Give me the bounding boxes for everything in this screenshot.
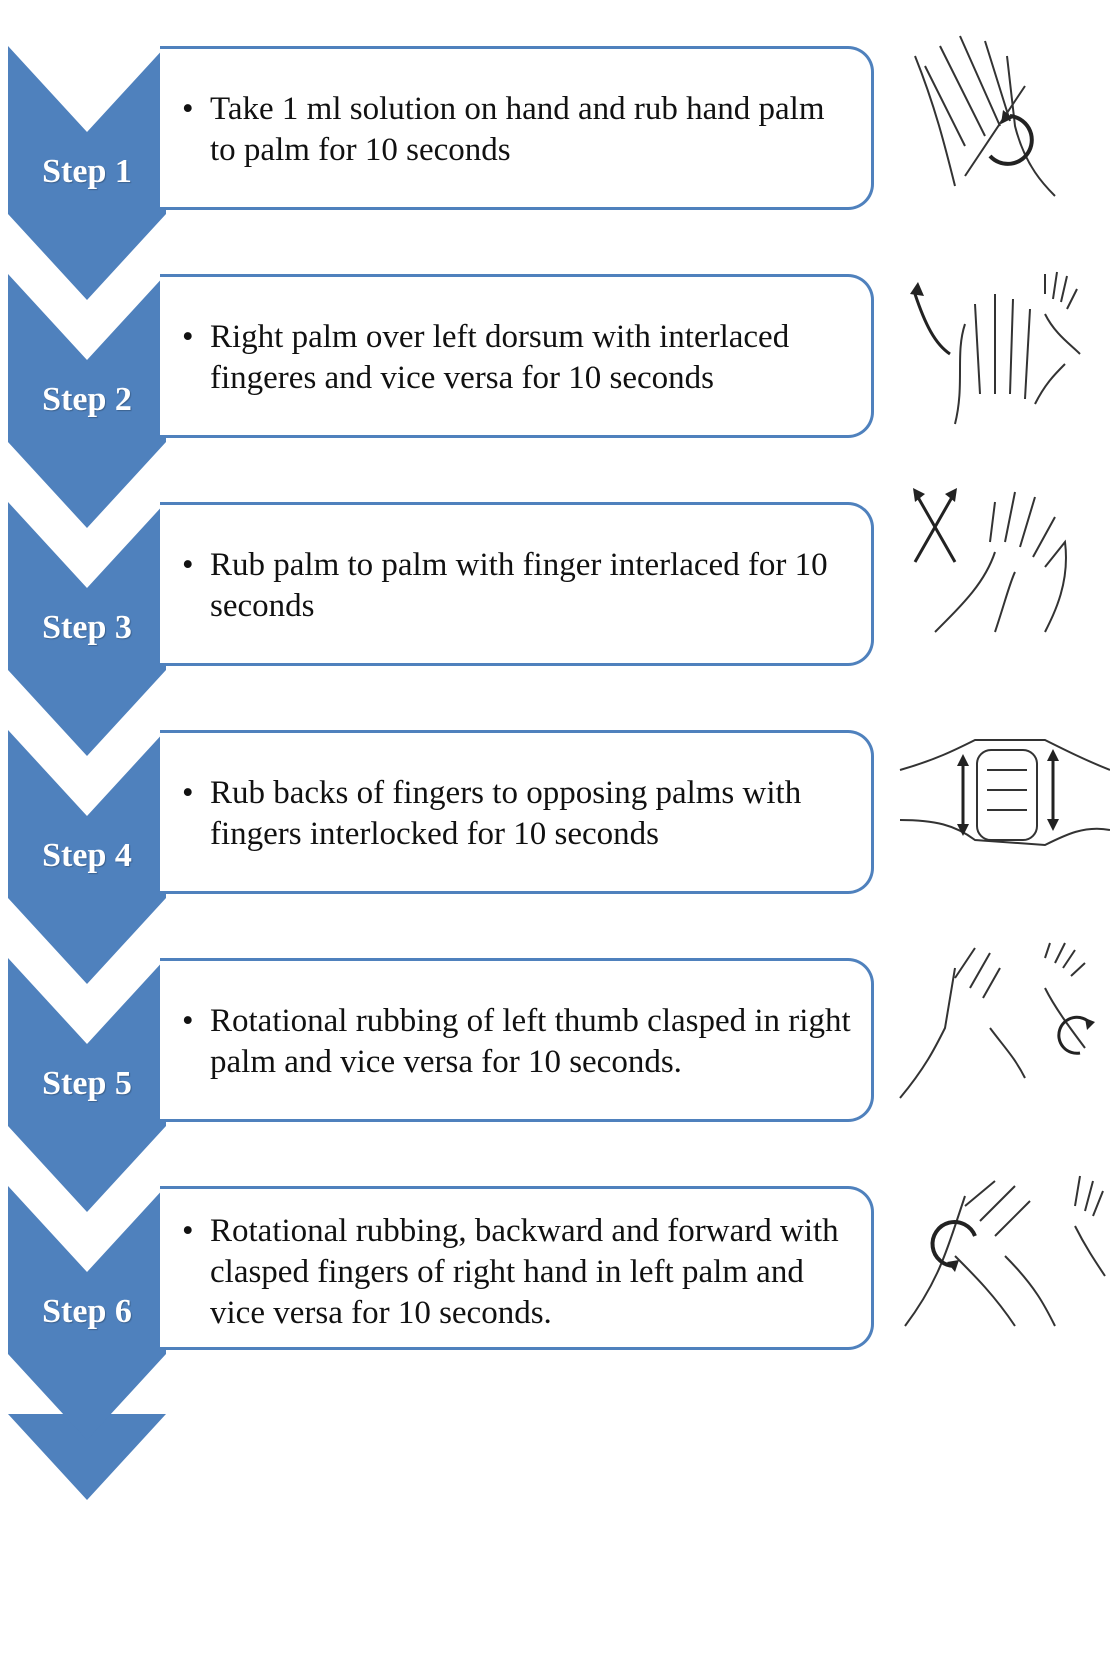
bullet: • [182,317,202,358]
step-instruction: •Take 1 ml solution on hand and rub hand… [182,89,853,171]
step-instruction: •Rub backs of fingers to opposing palms … [182,773,853,855]
step-card: •Take 1 ml solution on hand and rub hand… [160,46,874,210]
bullet: • [182,89,202,130]
step-instruction: •Right palm over left dorsum with interl… [182,317,853,399]
bullet: • [182,773,202,814]
bullet: • [182,1001,202,1042]
backs-of-fingers-icon [895,710,1110,885]
step-text: Rotational rubbing, backward and forward… [210,1213,839,1331]
step-text: Rub backs of fingers to opposing palms w… [210,775,801,852]
bullet: • [182,1211,202,1252]
step-card: • Rotational rubbing, backward and forwa… [160,1186,874,1350]
step-card: •Rub backs of fingers to opposing palms … [160,730,874,894]
step-text: Take 1 ml solution on hand and rub hand … [210,91,825,168]
step-card: •Right palm over left dorsum with interl… [160,274,874,438]
palm-to-palm-rub-icon [895,26,1110,201]
fingertips-rotation-icon [895,1166,1110,1341]
thumb-rotation-icon [895,938,1110,1113]
fingers-interlaced-icon [895,482,1110,657]
step-instruction: •Rotational rubbing of left thumb claspe… [182,1001,853,1083]
step-card: •Rotational rubbing of left thumb claspe… [160,958,874,1122]
step-text: Rotational rubbing of left thumb clasped… [210,1003,851,1080]
bullet: • [182,545,202,586]
step-instruction: •Rub palm to palm with finger interlaced… [182,545,853,627]
step-card: •Rub palm to palm with finger interlaced… [160,502,874,666]
step-label: Step 5 [8,1066,166,1102]
step-label: Step 1 [8,154,166,190]
step-label: Step 6 [8,1294,166,1330]
step-label: Step 3 [8,610,166,646]
palm-over-dorsum-icon [895,254,1110,429]
step-label: Step 2 [8,382,166,418]
step-text: Rub palm to palm with finger interlaced … [210,547,828,624]
step-instruction: • Rotational rubbing, backward and forwa… [182,1211,853,1334]
final-chevron-tip [8,1414,166,1674]
step-label: Step 4 [8,838,166,874]
step-text: Right palm over left dorsum with interla… [210,319,789,396]
